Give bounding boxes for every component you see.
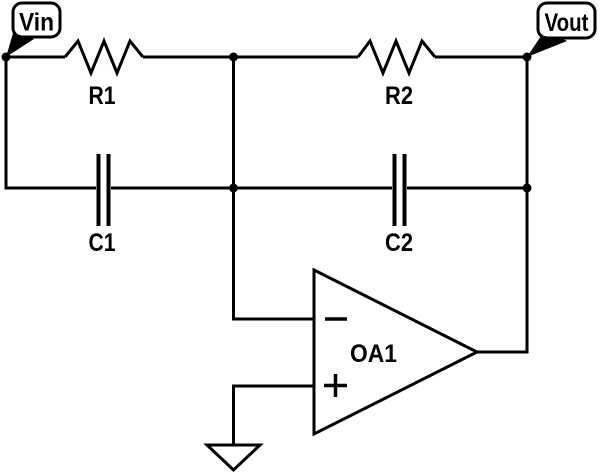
wire-noninverting-input-to-ground: [232, 384, 314, 445]
resistor-r2-label: R2: [385, 82, 413, 110]
plus-icon: [324, 374, 347, 397]
junction-dots: [1, 52, 532, 193]
wire-vout-to-opamp-output: [477, 57, 529, 354]
opamp-oa1-label: OA1: [350, 340, 397, 368]
vin-label: Vin: [19, 9, 54, 37]
capacitor-c1-symbol: [96, 154, 111, 226]
vout-label: Vout: [545, 9, 590, 37]
vin-callout-bubble: [11, 1, 62, 39]
resistor-r1-symbol: [63, 37, 145, 77]
capacitor-c2-label: C2: [385, 229, 413, 257]
ground-icon: [203, 443, 264, 472]
node-top-middle-dot: [229, 52, 238, 62]
node-mid-right-dot: [522, 183, 532, 193]
resistor-r2-symbol: [356, 37, 437, 77]
wire-node-to-inverting-input: [232, 57, 314, 321]
vout-callout: Vout: [527, 1, 597, 57]
capacitor-c1-label: C1: [89, 229, 116, 257]
vin-callout: Vin: [6, 1, 62, 57]
wire-vin-to-c1: [4, 57, 96, 190]
vout-callout-bubble: [536, 1, 597, 40]
opamp-oa1-symbol: [312, 267, 481, 437]
node-mid-left-dot: [229, 183, 238, 193]
wires: [4, 55, 529, 445]
resistor-r1-label: R1: [89, 82, 116, 110]
capacitor-c2-symbol: [392, 154, 407, 226]
opamp-triangle: [312, 267, 481, 437]
